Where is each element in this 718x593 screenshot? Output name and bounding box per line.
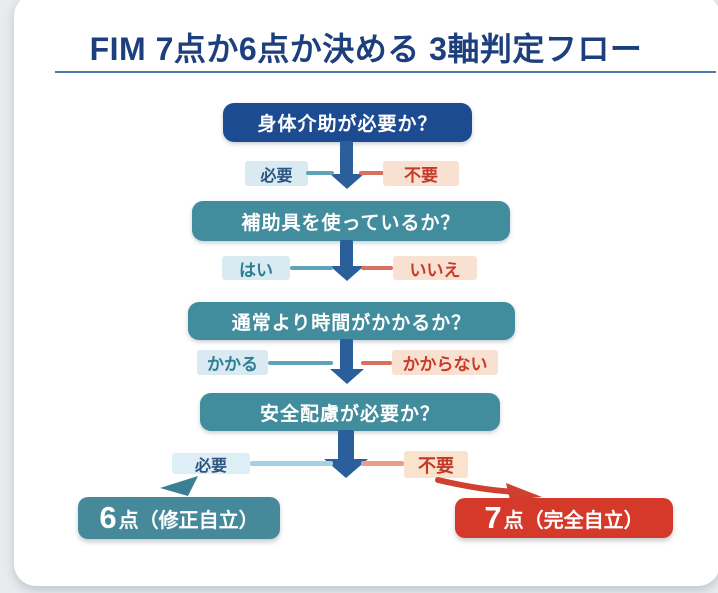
down-arrow-2-stem <box>340 240 353 267</box>
branch-label-3-left: かかる <box>197 350 268 375</box>
result-seven-score: 7 <box>484 500 502 535</box>
down-arrow-4-head-icon <box>324 459 368 478</box>
title-underline <box>55 71 716 73</box>
connector-3-left <box>268 361 333 365</box>
branch-label-4-right: 不要 <box>404 451 468 478</box>
branch-label-1-right: 不要 <box>383 161 459 186</box>
down-arrow-2-head-icon <box>330 266 364 281</box>
branch-arrows-graphic <box>160 476 542 500</box>
question-box-3: 通常より時間がかかるか？ <box>188 302 515 340</box>
question-box-4: 安全配慮が必要か？ <box>200 393 500 431</box>
down-arrow-4-stem <box>338 430 354 461</box>
connector-2-left <box>290 266 333 270</box>
down-arrow-3-head-icon <box>330 369 364 384</box>
branch-label-3-right: かからない <box>392 350 498 375</box>
connector-3-right <box>361 361 392 365</box>
question-box-2: 補助具を使っているか？ <box>192 201 510 241</box>
branch-label-2-left: はい <box>222 256 290 280</box>
down-arrow-1-head-icon <box>330 174 364 189</box>
connector-4-left <box>250 461 333 466</box>
connector-2-right <box>361 266 393 270</box>
question-box-1: 身体介助が必要か？ <box>223 103 472 142</box>
branch-label-2-right: いいえ <box>393 256 477 280</box>
result-seven-label: 点（完全自立） <box>503 509 644 532</box>
result-six-score: 6 <box>99 500 117 535</box>
red-branch-arrow-icon <box>506 483 542 500</box>
infographic-card <box>14 0 718 586</box>
result-six-label: 点（修正自立） <box>118 509 259 532</box>
connector-1-right <box>359 171 384 175</box>
connector-4-right <box>361 461 404 466</box>
down-arrow-1-stem <box>340 141 353 175</box>
page-title: FIM 7点か6点か決める 3軸判定フロー <box>89 31 643 67</box>
connector-1-left <box>306 171 334 175</box>
down-arrow-3-stem <box>340 339 353 370</box>
branch-label-4-left: 必要 <box>172 453 250 475</box>
branch-label-1-left: 必要 <box>245 161 308 186</box>
teal-branch-arrow-icon <box>160 476 198 496</box>
